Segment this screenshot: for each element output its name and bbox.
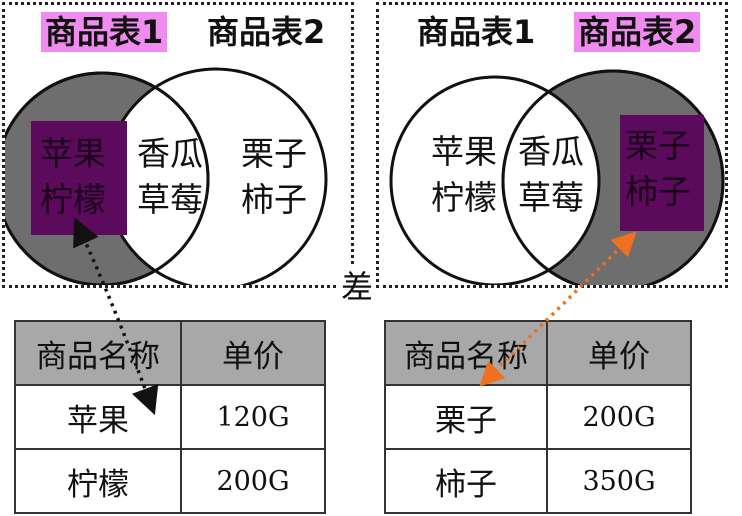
right-venn-panel: 商品表1 商品表2 苹果 柠檬 香瓜 草莓 栗子 柿子: [376, 2, 728, 288]
right-item-melon: 香瓜: [518, 132, 584, 171]
header-unit-price: 单价: [546, 320, 692, 386]
left-result-table: 商品名称 单价 苹果 120G 柠檬 200G: [14, 320, 326, 514]
right-result-table: 商品名称 单价 栗子 200G 柿子 350G: [384, 320, 692, 514]
left-label-set1: 商品表1: [41, 12, 168, 52]
left-item-lemon: 柠檬: [40, 180, 106, 219]
table-row: 柿子 350G: [384, 448, 692, 514]
cell-unit-price: 350G: [546, 448, 692, 514]
right-label-set1: 商品表1: [417, 13, 536, 51]
right-item-apple: 苹果: [431, 132, 497, 171]
table-row: 栗子 200G: [384, 384, 692, 450]
left-item-strawberry: 草莓: [137, 180, 203, 219]
right-item-chestnut: 栗子: [625, 126, 691, 165]
right-highlight-box: [620, 115, 704, 231]
left-only-first-items: 苹果 柠檬: [40, 131, 106, 223]
header-product-name: 商品名称: [14, 320, 182, 386]
left-only-second-items: 栗子 柿子: [241, 131, 307, 223]
cell-product-name: 柠檬: [14, 448, 182, 514]
cell-product-name: 柿子: [384, 448, 548, 514]
difference-operation-label: 差: [339, 267, 376, 307]
right-item-persimmon: 柿子: [625, 172, 691, 211]
cell-unit-price: 200G: [546, 384, 692, 450]
right-only-second-items: 栗子 柿子: [625, 123, 691, 215]
right-label-set2: 商品表2: [574, 12, 701, 52]
header-product-name: 商品名称: [384, 320, 548, 386]
left-item-melon: 香瓜: [137, 134, 203, 173]
left-item-apple: 苹果: [40, 134, 106, 173]
table-header-row: 商品名称 单价: [384, 320, 692, 386]
table-row: 苹果 120G: [14, 384, 326, 450]
right-item-strawberry: 草莓: [518, 178, 584, 217]
right-common-items: 香瓜 草莓: [518, 129, 584, 221]
left-highlight-box: [31, 121, 127, 235]
left-common-items: 香瓜 草莓: [137, 131, 203, 223]
left-item-persimmon: 柿子: [241, 180, 307, 219]
cell-product-name: 苹果: [14, 384, 182, 450]
cell-product-name: 栗子: [384, 384, 548, 450]
left-venn-panel: 商品表1 商品表2 苹果 柠檬 香瓜 草莓 栗子 柿子: [2, 2, 354, 288]
cell-unit-price: 120G: [180, 384, 326, 450]
header-unit-price: 单价: [180, 320, 326, 386]
right-only-first-items: 苹果 柠檬: [431, 129, 497, 221]
left-item-chestnut: 栗子: [241, 134, 307, 173]
right-item-lemon: 柠檬: [431, 178, 497, 217]
table-row: 柠檬 200G: [14, 448, 326, 514]
table-header-row: 商品名称 单价: [14, 320, 326, 386]
cell-unit-price: 200G: [180, 448, 326, 514]
left-label-set2: 商品表2: [207, 13, 326, 51]
right-circle-1: [389, 75, 601, 285]
